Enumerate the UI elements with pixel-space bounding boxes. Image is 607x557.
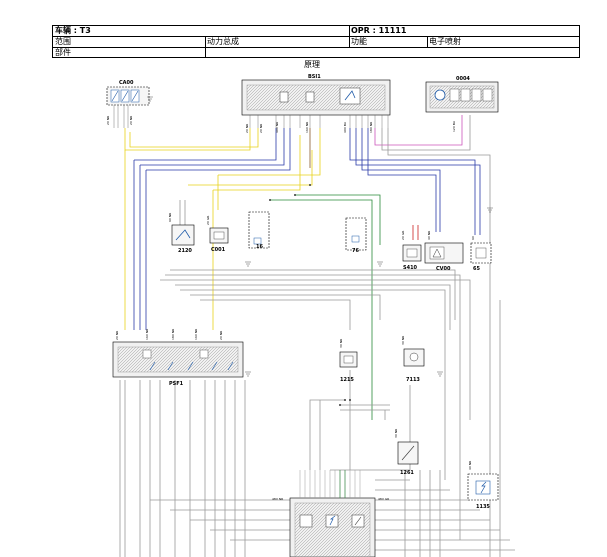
header-row-divider bbox=[53, 36, 579, 37]
svg-text:48V NR: 48V NR bbox=[272, 497, 283, 501]
function-label: 功能 bbox=[351, 37, 367, 46]
vehicle-label: 车辆 : T3 bbox=[55, 26, 91, 35]
cv00-label: CV00 bbox=[436, 266, 451, 272]
svg-text:6V NR: 6V NR bbox=[168, 213, 172, 222]
component-7113: 3V NR 7113 bbox=[401, 336, 425, 383]
junction-dots bbox=[269, 184, 351, 406]
header-col-divider bbox=[349, 26, 350, 47]
c76-label: 76 bbox=[352, 248, 359, 254]
c1215-label: 1215 bbox=[340, 377, 354, 383]
range-value: 动力总成 bbox=[207, 37, 239, 46]
component-76: 76 bbox=[345, 217, 367, 254]
component-ca00: CA00 2V NR 2V NR bbox=[106, 80, 150, 128]
component-16: 16 bbox=[248, 211, 270, 250]
c0004-label: 0004 bbox=[456, 76, 470, 82]
svg-text:4V NR: 4V NR bbox=[427, 231, 431, 240]
svg-text:3V NR: 3V NR bbox=[339, 339, 343, 348]
component-psf1: 2V NR 16V NR 18V NR 16V NR 2V NR PSF1 bbox=[112, 329, 244, 387]
psf1-label: PSF1 bbox=[169, 381, 184, 387]
component-0004: 0004 12V BA bbox=[425, 76, 499, 132]
bsi1-label: BSI1 bbox=[308, 74, 321, 80]
component-ecu: 48V NR 48V GR bbox=[272, 470, 389, 557]
c1135-label: 1135 bbox=[476, 504, 490, 510]
svg-text:16V NR: 16V NR bbox=[194, 329, 198, 340]
c2120-label: 2120 bbox=[178, 248, 192, 254]
svg-text:12V BA: 12V BA bbox=[452, 120, 456, 132]
diagram-title: 原理 bbox=[304, 60, 320, 69]
c7113-label: 7113 bbox=[406, 377, 420, 383]
component-bsi1: BSI1 2V NR 2V NR 40V NR 16V NR 40V BA 18… bbox=[241, 74, 391, 133]
wires bbox=[119, 115, 515, 557]
s410-label: S410 bbox=[403, 265, 418, 271]
header-col-divider bbox=[205, 36, 206, 58]
component-1261: 3V NR 1261 bbox=[394, 429, 419, 476]
svg-text:18V NR: 18V NR bbox=[369, 122, 373, 133]
svg-text:18V NR: 18V NR bbox=[171, 329, 175, 340]
header-table: 车辆 : T3 OPR : 11111 范围 动力总成 功能 电子喷射 部件 bbox=[52, 25, 580, 58]
svg-text:16V NR: 16V NR bbox=[305, 122, 309, 133]
svg-text:2V GR: 2V GR bbox=[401, 231, 405, 240]
svg-text:6V: 6V bbox=[471, 235, 475, 240]
svg-text:40V NR: 40V NR bbox=[275, 122, 279, 133]
svg-text:2V GR: 2V GR bbox=[206, 216, 210, 225]
range-label: 范围 bbox=[55, 37, 71, 46]
opr-label: OPR : 11111 bbox=[351, 26, 407, 35]
component-s410: 2V GR S410 bbox=[401, 231, 422, 271]
ground-symbols bbox=[147, 96, 493, 377]
svg-text:3V NR: 3V NR bbox=[401, 336, 405, 345]
header-row-divider bbox=[53, 47, 579, 48]
svg-text:3V NR: 3V NR bbox=[394, 429, 398, 438]
svg-text:2V NR: 2V NR bbox=[219, 331, 223, 340]
component-c001: 2V GR C001 bbox=[206, 216, 229, 253]
component-65: 6V 65 bbox=[470, 235, 492, 272]
svg-text:2V NR: 2V NR bbox=[129, 116, 133, 125]
header-col-divider bbox=[427, 36, 428, 47]
function-value: 电子喷射 bbox=[429, 37, 461, 46]
ca00-label: CA00 bbox=[119, 80, 134, 86]
component-cv00: 4V NR CV00 bbox=[424, 231, 464, 272]
c16-label: 16 bbox=[256, 244, 263, 250]
c1261-label: 1261 bbox=[400, 470, 414, 476]
component-2120: 6V NR 2120 bbox=[168, 213, 195, 254]
svg-text:2V NR: 2V NR bbox=[106, 116, 110, 125]
svg-text:2V NR: 2V NR bbox=[259, 124, 263, 133]
c001-label: C001 bbox=[211, 247, 226, 253]
svg-text:2V NR: 2V NR bbox=[245, 124, 249, 133]
component-1215: 3V NR 1215 bbox=[339, 339, 358, 383]
svg-text:4V NR: 4V NR bbox=[468, 461, 472, 470]
svg-text:40V BA: 40V BA bbox=[343, 121, 347, 133]
svg-text:48V GR: 48V GR bbox=[378, 497, 389, 501]
c65-label: 65 bbox=[473, 266, 480, 272]
component-label: 部件 bbox=[55, 48, 71, 57]
component-1135: 4V NR 1135 bbox=[467, 461, 499, 510]
svg-text:16V NR: 16V NR bbox=[145, 329, 149, 340]
svg-text:2V NR: 2V NR bbox=[115, 331, 119, 340]
